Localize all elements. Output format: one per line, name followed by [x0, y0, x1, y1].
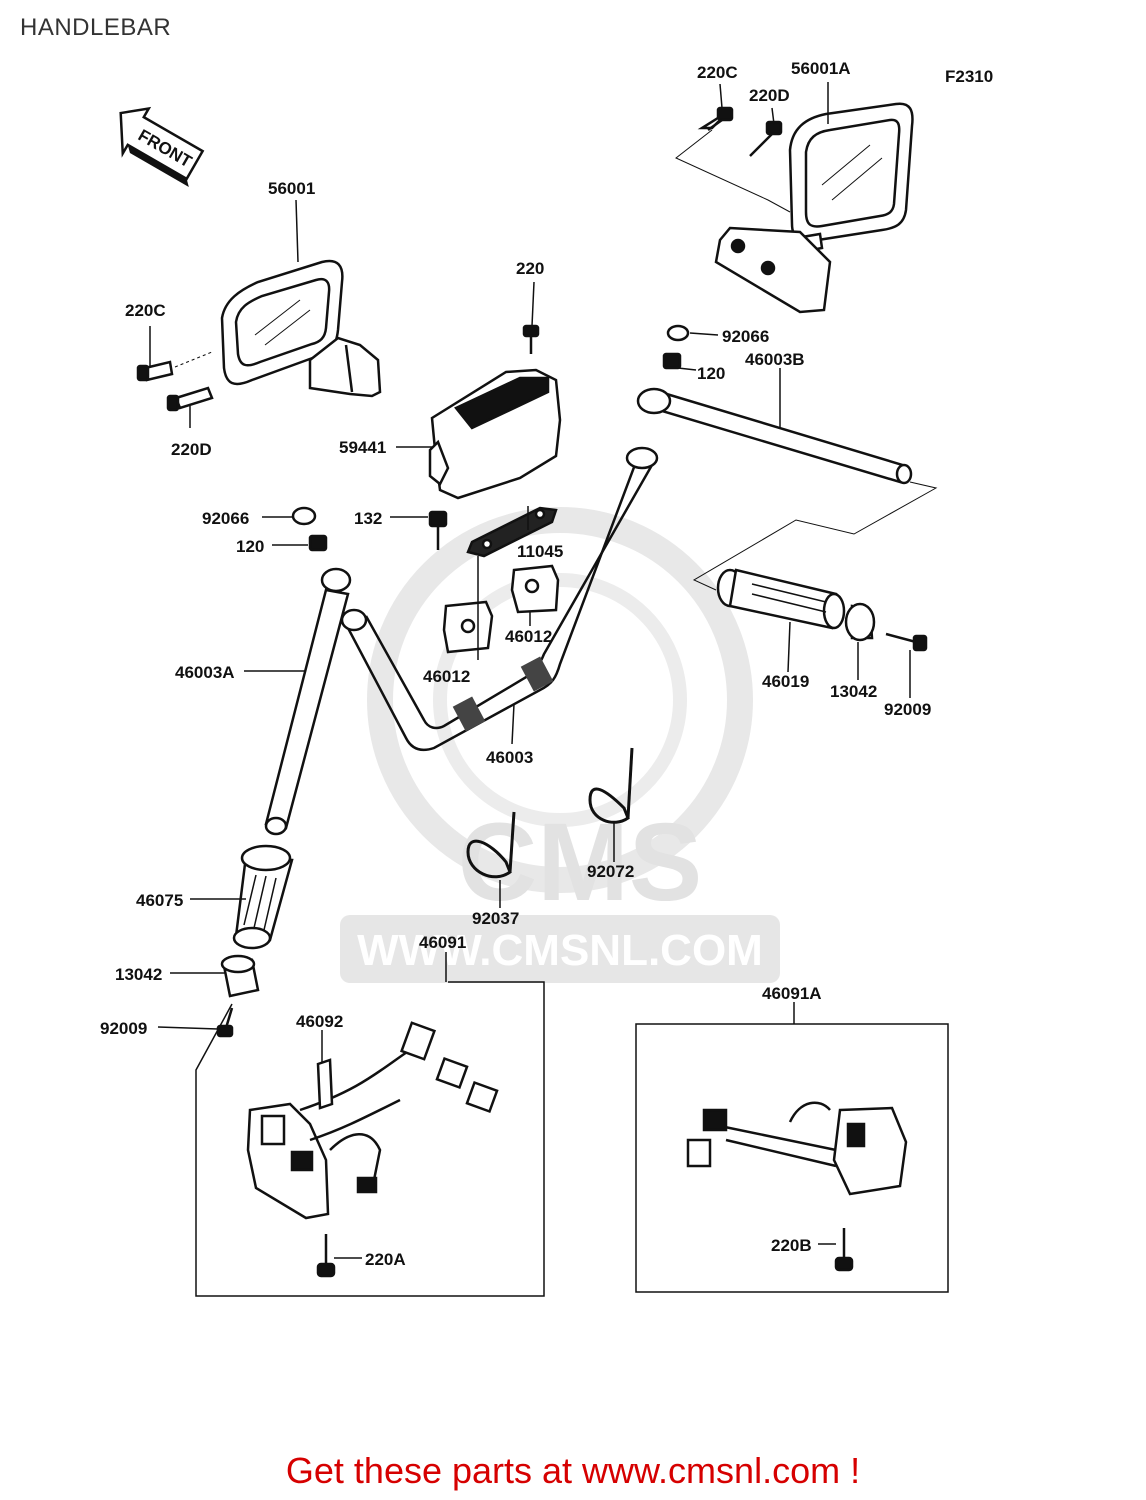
label-46012-right: 46012 [505, 627, 552, 646]
screw-220a [316, 1234, 336, 1278]
watermark-brand: CMS [458, 801, 702, 924]
label-46012-left: 46012 [423, 667, 470, 686]
right-plug-set [662, 324, 690, 370]
left-grip-guide [195, 981, 545, 1297]
label-56001: 56001 [268, 179, 315, 198]
callouts [149, 82, 911, 1259]
watermark-url: WWW.CMSNL.COM [357, 926, 763, 975]
label-46092: 46092 [296, 1012, 343, 1031]
screw-220b [834, 1228, 854, 1272]
clamp-left [442, 600, 494, 654]
clamp-right [510, 564, 560, 614]
front-arrow-icon: FRONT [119, 106, 205, 188]
left-screw-92009 [216, 1007, 234, 1038]
callout-labels: 220C 56001A 220D 56001 220 220C 220D 920… [100, 59, 931, 1269]
label-56001a: 56001A [791, 59, 851, 78]
left-mirror [220, 259, 382, 398]
figure-code: F2310 [945, 67, 993, 86]
label-92009-right: 92009 [884, 700, 931, 719]
watermark: CMS WWW.CMSNL.COM [340, 507, 780, 983]
meter-cover [428, 368, 562, 500]
label-59441: 59441 [339, 438, 386, 457]
switch-box-right [635, 1023, 949, 1293]
handlebar-46003 [340, 446, 659, 752]
right-mirror-bolts [675, 106, 791, 213]
left-grip-46075 [232, 844, 294, 950]
label-220d-left: 220D [171, 440, 212, 459]
cable-clamp-92037 [466, 811, 516, 879]
cable-clamp-92072 [588, 747, 634, 824]
left-mirror-bolts [136, 351, 214, 412]
right-switch-46091a [686, 1101, 908, 1196]
bolt-132 [428, 510, 448, 550]
label-220d-right: 220D [749, 86, 790, 105]
label-92072: 92072 [587, 862, 634, 881]
left-bar-46003a [264, 567, 352, 836]
label-132: 132 [354, 509, 382, 528]
label-46003: 46003 [486, 748, 533, 767]
right-grip-46019 [716, 568, 846, 630]
right-bar-46003b [636, 387, 913, 485]
left-plug-set [291, 506, 328, 552]
label-13042-right: 13042 [830, 682, 877, 701]
footer-link[interactable]: Get these parts at www.cmsnl.com ! [285, 1450, 861, 1491]
page-title: HANDLEBAR [20, 14, 172, 41]
label-120-right: 120 [697, 364, 725, 383]
label-46091a: 46091A [762, 984, 822, 1003]
label-46003b: 46003B [745, 350, 805, 369]
label-46019: 46019 [762, 672, 809, 691]
label-46075: 46075 [136, 891, 183, 910]
label-120-left: 120 [236, 537, 264, 556]
label-220c-right: 220C [697, 63, 738, 82]
label-220a: 220A [365, 1250, 406, 1269]
bolt-220 [522, 324, 540, 354]
right-mirror [714, 102, 914, 314]
label-92037: 92037 [472, 909, 519, 928]
left-grip-end-13042 [220, 954, 260, 998]
left-switch-46091 [246, 1021, 499, 1220]
label-13042-left: 13042 [115, 965, 162, 984]
label-11045: 11045 [517, 542, 563, 561]
label-220c-left: 220C [125, 301, 166, 320]
label-46091: 46091 [419, 933, 466, 952]
right-grip-end-13042 [844, 602, 876, 642]
holder-11045 [466, 506, 558, 558]
label-92066-right: 92066 [722, 327, 769, 346]
right-grip-guide [692, 481, 938, 591]
label-92066-left: 92066 [202, 509, 249, 528]
label-46003a: 46003A [175, 663, 235, 682]
label-220b: 220B [771, 1236, 812, 1255]
label-92009-left: 92009 [100, 1019, 147, 1038]
label-220: 220 [516, 259, 544, 278]
right-screw-92009 [885, 632, 928, 652]
